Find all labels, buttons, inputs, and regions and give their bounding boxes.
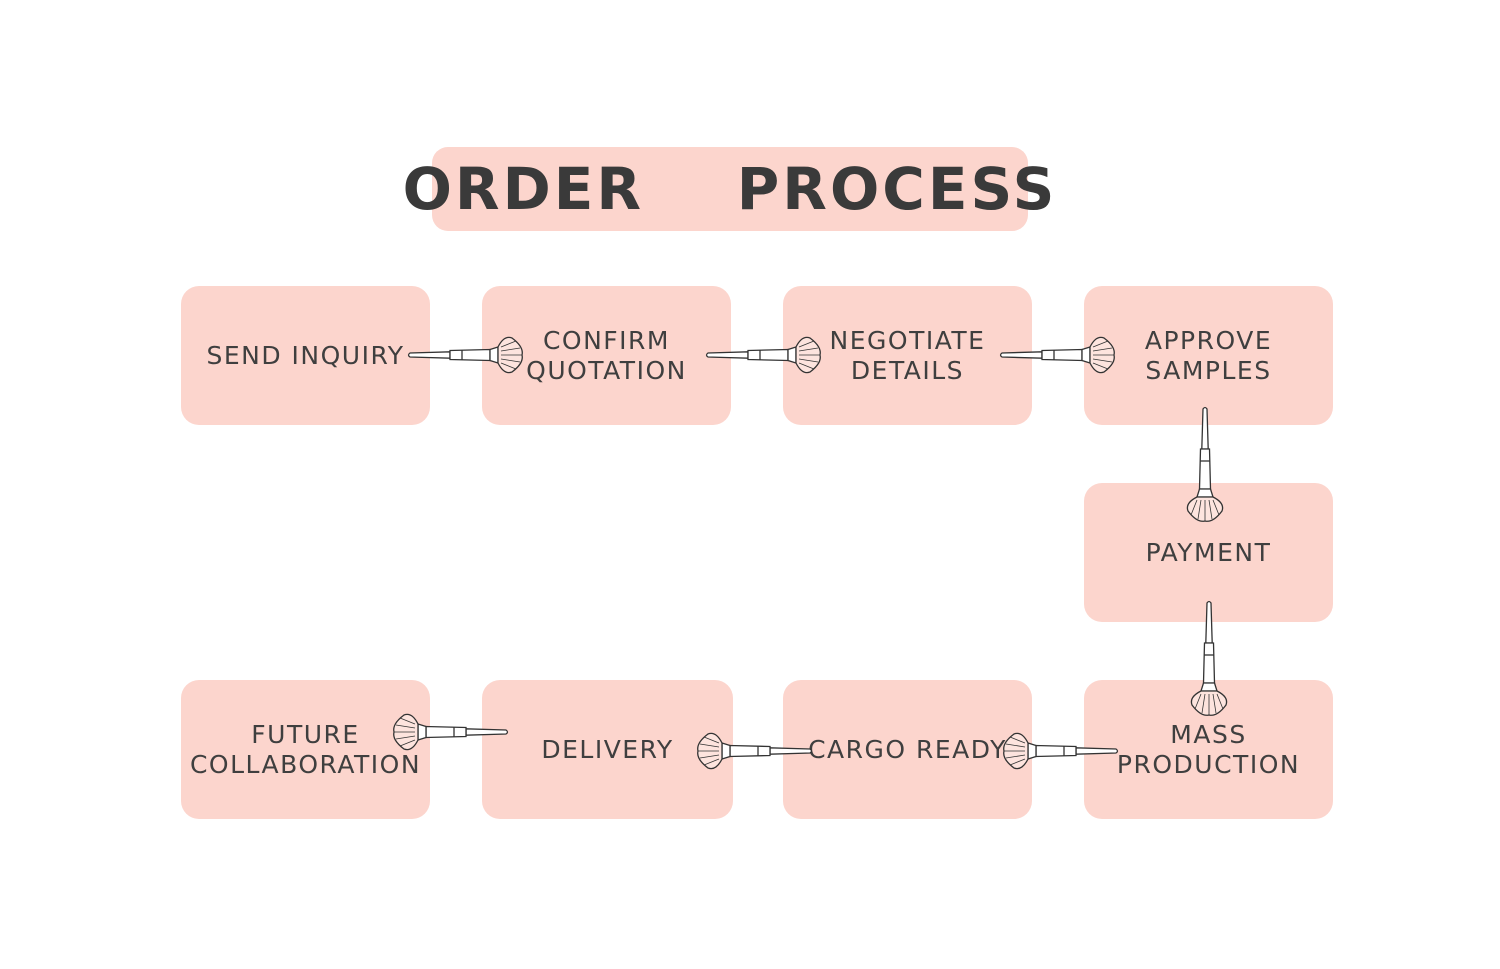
step-send-inquiry: SEND INQUIRY (181, 286, 430, 425)
makeup-brush-icon (1003, 732, 1119, 770)
step-approve-samples: APPROVE SAMPLES (1084, 286, 1333, 425)
makeup-brush-icon (1190, 600, 1228, 716)
makeup-brush-icon (999, 336, 1115, 374)
step-label: SEND INQUIRY (206, 340, 405, 370)
step-label: DELIVERY (541, 734, 674, 764)
step-delivery: DELIVERY (482, 680, 733, 819)
title-banner: ORDER PROCESS (403, 147, 1054, 231)
step-label: APPROVE SAMPLES (1144, 325, 1273, 385)
makeup-brush-icon (407, 336, 523, 374)
step-label: MASS PRODUCTION (1116, 719, 1301, 779)
makeup-brush-icon (697, 732, 813, 770)
step-label: NEGOTIATE DETAILS (829, 325, 986, 385)
step-label: FUTURE COLLABORATION (189, 719, 422, 779)
step-negotiate-details: NEGOTIATE DETAILS (783, 286, 1032, 425)
makeup-brush-icon (705, 336, 821, 374)
step-future-collaboration: FUTURE COLLABORATION (181, 680, 430, 819)
step-cargo-ready: CARGO READY (783, 680, 1032, 819)
step-label: PAYMENT (1145, 537, 1272, 567)
step-label: CARGO READY (808, 734, 1007, 764)
step-label: CONFIRM QUOTATION (526, 325, 687, 385)
page-title: ORDER PROCESS (402, 155, 1058, 223)
makeup-brush-icon (1186, 406, 1224, 522)
makeup-brush-icon (393, 713, 509, 751)
step-mass-production: MASS PRODUCTION (1084, 680, 1333, 819)
step-confirm-quotation: CONFIRM QUOTATION (482, 286, 731, 425)
